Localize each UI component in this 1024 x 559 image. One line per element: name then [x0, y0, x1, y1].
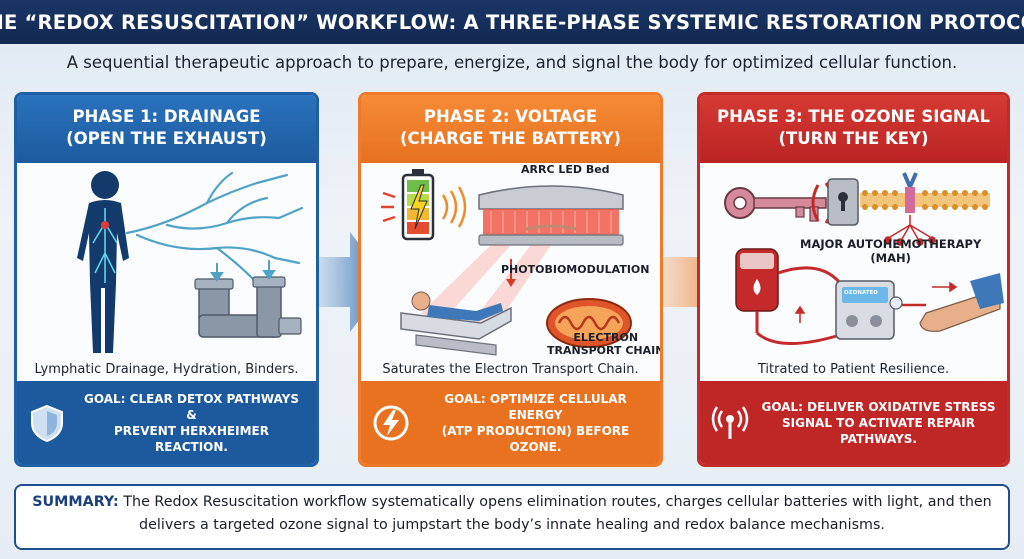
page-subtitle: A sequential therapeutic approach to pre… [66, 53, 958, 72]
battery-icon [401, 169, 435, 241]
phase-1-title: PHASE 1: DRAINAGE [72, 107, 261, 126]
phase-2-title: PHASE 2: VOLTAGE [423, 107, 598, 126]
summary-text: The Redox Resuscitation workflow systema… [118, 494, 992, 533]
drain-pipe-icon [194, 276, 302, 338]
phase-3-goal-line-1: GOAL: DELIVER OXIDATIVE STRESS [761, 399, 996, 414]
etc-label-line-2: TRANSPORT CHAIN [547, 344, 663, 357]
cell-membrane-icon [860, 172, 990, 213]
patient-arm-icon [919, 273, 1004, 332]
phase-1-goal: GOAL: CLEAR DETOX PATHWAYS & PREVENT HER… [17, 381, 316, 464]
phase-3-panel: PHASE 3: THE OZONE SIGNAL (TURN THE KEY) [697, 92, 1010, 467]
phase-1-caption: Lymphatic Drainage, Hydration, Binders. [34, 362, 299, 377]
phase-1-heading: PHASE 1: DRAINAGE (OPEN THE EXHAUST) [17, 95, 316, 163]
patient-bed-icon [400, 291, 512, 356]
shield-icon [31, 404, 63, 442]
lightning-icon [373, 405, 409, 440]
ozone-device-icon [835, 280, 895, 340]
summary-box: SUMMARY: The Redox Resuscitation workflo… [14, 484, 1010, 550]
phase-3-goal: GOAL: DELIVER OXIDATIVE STRESS SIGNAL TO… [700, 381, 1007, 464]
phase-3-illustration: MAJOR AUTOHEMOTHERAPY (MAH) OZONATED Tit… [700, 163, 1007, 381]
summary-label: SUMMARY: [32, 494, 119, 510]
phase-3-caption: Titrated to Patient Resilience. [757, 362, 950, 377]
phase-1-illustration: Lymphatic Drainage, Hydration, Binders. [17, 163, 316, 381]
phase-2-subtitle: (CHARGE THE BATTERY) [399, 129, 622, 148]
photobiomodulation-label: PHOTOBIOMODULATION [501, 263, 650, 276]
page-title: THE “REDOX RESUSCITATION” WORKFLOW: A TH… [0, 0, 1024, 44]
phase-3-title: PHASE 3: THE OZONE SIGNAL [717, 107, 990, 126]
led-bed-icon [478, 185, 624, 246]
etc-label-line-1: ELECTRON [573, 331, 639, 344]
phase-2-goal-line-1: GOAL: OPTIMIZE CELLULAR ENERGY [444, 391, 627, 422]
led-bed-label: ARRC LED Bed [521, 163, 610, 176]
key-icon [724, 187, 827, 222]
phase-1-subtitle: (OPEN THE EXHAUST) [66, 129, 267, 148]
phase-2-goal-line-2: (ATP PRODUCTION) BEFORE OZONE. [441, 423, 630, 454]
blood-bag-icon [735, 248, 779, 333]
phase-2-caption: Saturates the Electron Transport Chain. [382, 362, 639, 377]
phase-2-illustration: ARRC LED Bed PHOTOBIOMODULATION ELECTRON… [361, 163, 660, 381]
lock-icon [827, 178, 859, 226]
phase-1-goal-line-1: GOAL: CLEAR DETOX PATHWAYS & [84, 391, 299, 422]
etc-label: ELECTRON TRANSPORT CHAIN [547, 331, 663, 357]
mah-label-line-2: (MAH) [870, 251, 911, 265]
phase-2-goal: GOAL: OPTIMIZE CELLULAR ENERGY (ATP PROD… [361, 381, 660, 464]
phase-3-heading: PHASE 3: THE OZONE SIGNAL (TURN THE KEY) [700, 95, 1007, 163]
phase-1-goal-line-2: PREVENT HERXHEIMER REACTION. [114, 423, 269, 454]
phase-3-goal-line-2: SIGNAL TO ACTIVATE REPAIR PATHWAYS. [782, 415, 975, 446]
phase-2-heading: PHASE 2: VOLTAGE (CHARGE THE BATTERY) [361, 95, 660, 163]
phase-1-panel: PHASE 1: DRAINAGE (OPEN THE EXHAUST) [14, 92, 319, 467]
energy-waves-icon [441, 186, 467, 228]
ozone-device-label: OZONATED [844, 290, 878, 296]
mah-label-line-1: MAJOR AUTOHEMOTHERAPY [800, 237, 982, 251]
mitochondria-icon [546, 298, 632, 348]
lymph-vessels-icon [125, 171, 304, 295]
mah-label: MAJOR AUTOHEMOTHERAPY (MAH) [800, 237, 981, 265]
human-body-icon [77, 171, 129, 353]
phase-3-subtitle: (TURN THE KEY) [778, 129, 929, 148]
phase-2-panel: PHASE 2: VOLTAGE (CHARGE THE BATTERY) [358, 92, 663, 467]
signal-icon [711, 405, 749, 439]
